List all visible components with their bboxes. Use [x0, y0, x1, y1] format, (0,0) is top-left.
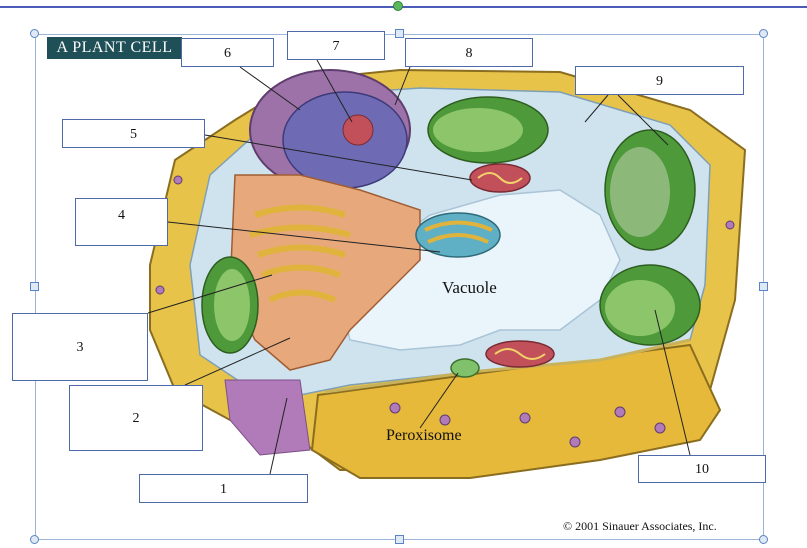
resize-handle-bottom-middle[interactable]: [395, 535, 404, 544]
resize-handle-top-middle[interactable]: [395, 29, 404, 38]
resize-handle-top-right[interactable]: [759, 29, 768, 38]
resize-handle-bottom-right[interactable]: [759, 535, 768, 544]
peroxisome-label: Peroxisome: [386, 427, 462, 445]
label-box-10[interactable]: 10: [638, 455, 766, 483]
label-box-4[interactable]: 4: [75, 198, 168, 246]
label-box-3[interactable]: 3: [12, 313, 148, 381]
label-box-5[interactable]: 5: [62, 119, 205, 148]
resize-handle-top-left[interactable]: [30, 29, 39, 38]
label-box-7[interactable]: 7: [287, 31, 385, 60]
copyright-notice: © 2001 Sinauer Associates, Inc.: [563, 519, 717, 534]
diagram-title: A PLANT CELL: [47, 37, 182, 59]
label-box-2[interactable]: 2: [69, 385, 203, 451]
label-box-6[interactable]: 6: [181, 38, 274, 67]
label-box-9[interactable]: 9: [575, 66, 744, 95]
resize-handle-middle-right[interactable]: [759, 282, 768, 291]
label-box-8[interactable]: 8: [405, 38, 533, 67]
resize-handle-middle-left[interactable]: [30, 282, 39, 291]
vacuole-label: Vacuole: [442, 278, 497, 298]
resize-handle-bottom-left[interactable]: [30, 535, 39, 544]
label-box-1[interactable]: 1: [139, 474, 308, 503]
